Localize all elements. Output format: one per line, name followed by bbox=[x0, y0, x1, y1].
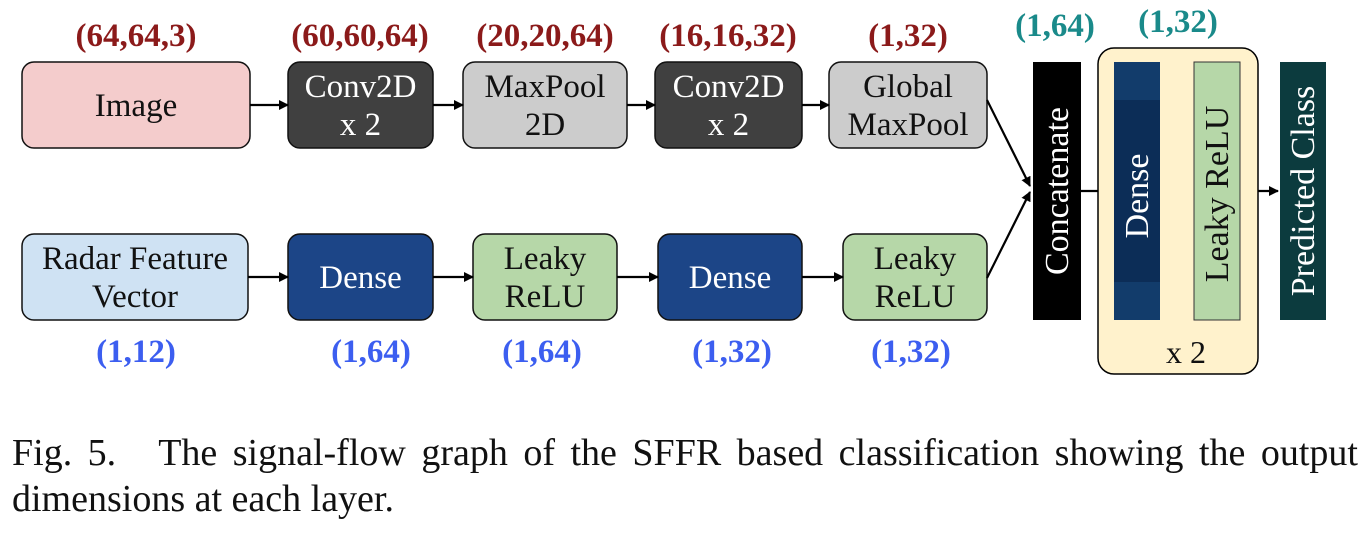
merge-arrow-top bbox=[986, 99, 1031, 187]
radar-branch: Radar FeatureVectorDenseLeakyReLUDenseLe… bbox=[21, 233, 988, 321]
radar-branch-block-3-label: Leaky bbox=[504, 241, 587, 277]
radar-branch-block-2-label: Dense bbox=[319, 260, 401, 296]
image-branch-dimension-1: (64,64,3) bbox=[76, 18, 197, 54]
image-branch-dimension-5: (1,32) bbox=[868, 18, 948, 54]
image-branch-dimension-4: (16,16,32) bbox=[659, 18, 796, 54]
radar-branch-dimension-4: (1,32) bbox=[692, 334, 772, 370]
figure-number: Fig. 5. bbox=[12, 432, 117, 474]
image-branch-block-3-label: 2D bbox=[525, 107, 565, 143]
head-dense-band-bottom bbox=[1114, 282, 1160, 320]
radar-branch-dimension-3: (1,64) bbox=[502, 334, 582, 370]
radar-branch-block-3-label: ReLU bbox=[505, 279, 586, 315]
head-relu-block bbox=[1193, 61, 1241, 321]
radar-branch-block-5-label: ReLU bbox=[875, 279, 956, 315]
radar-branch-dimension-5: (1,32) bbox=[871, 334, 951, 370]
head-relu-label: Leaky ReLU bbox=[1199, 106, 1236, 283]
radar-branch-dimension-1: (1,12) bbox=[96, 334, 176, 370]
concatenate-label: Concatenate bbox=[1039, 107, 1076, 275]
image-branch-block-4-label: x 2 bbox=[708, 107, 749, 143]
top-row-dimensions: (64,64,3) (60,60,64) (20,20,64) (16,16,32) (… bbox=[76, 18, 948, 54]
concatenate-block bbox=[1033, 62, 1081, 320]
image-branch-block-1-label: Image bbox=[95, 88, 177, 124]
image-branch-block-2-label: Conv2D bbox=[305, 69, 417, 105]
concat-dimension: (1,64) bbox=[1015, 8, 1095, 44]
image-branch-block-4-label: Conv2D bbox=[673, 69, 785, 105]
image-branch-block-2-label: x 2 bbox=[340, 107, 381, 143]
bottom-row-dimensions: (1,12) (1,64) (1,64) (1,32) (1,32) bbox=[96, 334, 951, 370]
radar-branch-block-5-label: Leaky bbox=[874, 241, 957, 277]
image-branch-block-5-label: MaxPool bbox=[847, 107, 968, 143]
predicted-class-block bbox=[1280, 62, 1326, 320]
repeat-dimension: (1,32) bbox=[1138, 4, 1218, 40]
figure-caption: Fig. 5.The signal-flow graph of the SFFR… bbox=[12, 430, 1358, 522]
image-branch-block-5-label: Global bbox=[863, 69, 953, 105]
head-dense-label: Dense bbox=[1119, 154, 1156, 239]
radar-branch-block-1-label: Radar Feature bbox=[42, 241, 228, 277]
radar-branch-block-4-label: Dense bbox=[689, 260, 771, 296]
radar-branch-dimension-2: (1,64) bbox=[331, 334, 411, 370]
signal-flow-diagram: (64,64,3) (60,60,64) (20,20,64) (16,16,32) (… bbox=[21, 4, 1326, 375]
image-branch-dimension-2: (60,60,64) bbox=[291, 18, 428, 54]
radar-branch-block-1-label: Vector bbox=[92, 279, 178, 315]
image-branch-dimension-3: (20,20,64) bbox=[476, 18, 613, 54]
head-dense-band-top bbox=[1114, 62, 1160, 100]
caption-text: The signal-flow graph of the SFFR based … bbox=[12, 432, 1358, 520]
image-branch-block-3-label: MaxPool bbox=[484, 69, 605, 105]
predicted-class-label: Predicted Class bbox=[1285, 86, 1322, 297]
head-dense-block bbox=[1114, 62, 1160, 320]
repeat-label: x 2 bbox=[1166, 334, 1206, 370]
merge-arrow-bottom bbox=[986, 191, 1031, 279]
